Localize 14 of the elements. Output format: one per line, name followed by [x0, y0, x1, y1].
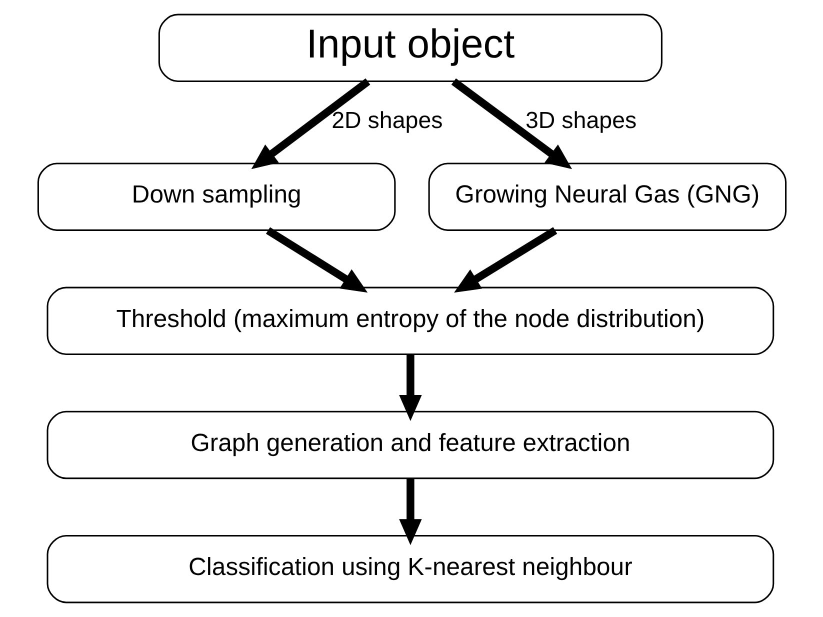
node-box: Threshold (maximum entropy of the node distribution) [46, 286, 774, 356]
edge-label: 2D shapes [331, 106, 442, 133]
node-box: Graph generation and feature extraction [46, 410, 774, 480]
node-box: Growing Neural Gas (GNG) [428, 162, 786, 231]
edge-label: 3D shapes [524, 106, 636, 133]
arrow [250, 78, 370, 170]
arrow [398, 354, 422, 422]
node-box: Input object [158, 14, 662, 82]
arrow [398, 478, 422, 546]
node-box: Down sampling [36, 162, 396, 231]
arrow [454, 227, 557, 293]
arrow [265, 227, 368, 293]
arrow [450, 78, 572, 170]
node-box: Classification using K-nearest neighbour [46, 534, 774, 604]
